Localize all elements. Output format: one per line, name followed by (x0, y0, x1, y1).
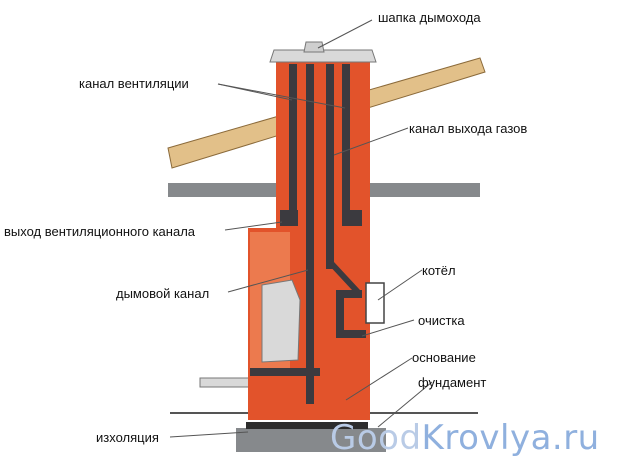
label-foundation: фундамент (418, 375, 487, 390)
label-insulation: изхоляция (96, 430, 159, 445)
vent-exit-left (280, 210, 298, 226)
fireplace-niche (261, 279, 301, 363)
boiler-chamber-side (336, 290, 344, 338)
watermark-part1: Good (330, 418, 422, 458)
label-smoke-channel: дымовой канал (116, 286, 210, 301)
boiler-chamber-bottom (336, 330, 366, 338)
boiler-chamber-wall (336, 290, 362, 298)
vent-channel-right (342, 64, 350, 224)
connector-pipe (199, 377, 251, 388)
label-cleaning: очистка (418, 313, 465, 328)
foundation-block (236, 428, 386, 452)
smoke-channel-wall-left (306, 64, 314, 404)
label-vent-channel: канал вентиляции (79, 76, 189, 91)
label-gas-outlet: канал выхода газов (409, 121, 528, 136)
label-base: основание (412, 350, 476, 365)
boiler-box (365, 282, 385, 324)
vent-exit-right (342, 210, 362, 226)
leader-lines (169, 19, 433, 438)
vent-channel-left (289, 64, 297, 224)
label-cap: шапка дымохода (378, 10, 481, 25)
label-boiler: котёл (422, 263, 456, 278)
lower-channel (250, 368, 320, 376)
smoke-channel-flare (326, 262, 360, 290)
label-vent-exit: выход вентиляционного канала (4, 224, 196, 239)
watermark: GoodKrovlya.ru (330, 418, 600, 458)
cap-top (303, 41, 325, 53)
insulation-strip (246, 422, 368, 429)
chimney-cap (269, 49, 377, 63)
smoke-channel-wall-right (326, 64, 334, 269)
watermark-part2: Krovlya.ru (421, 418, 600, 458)
